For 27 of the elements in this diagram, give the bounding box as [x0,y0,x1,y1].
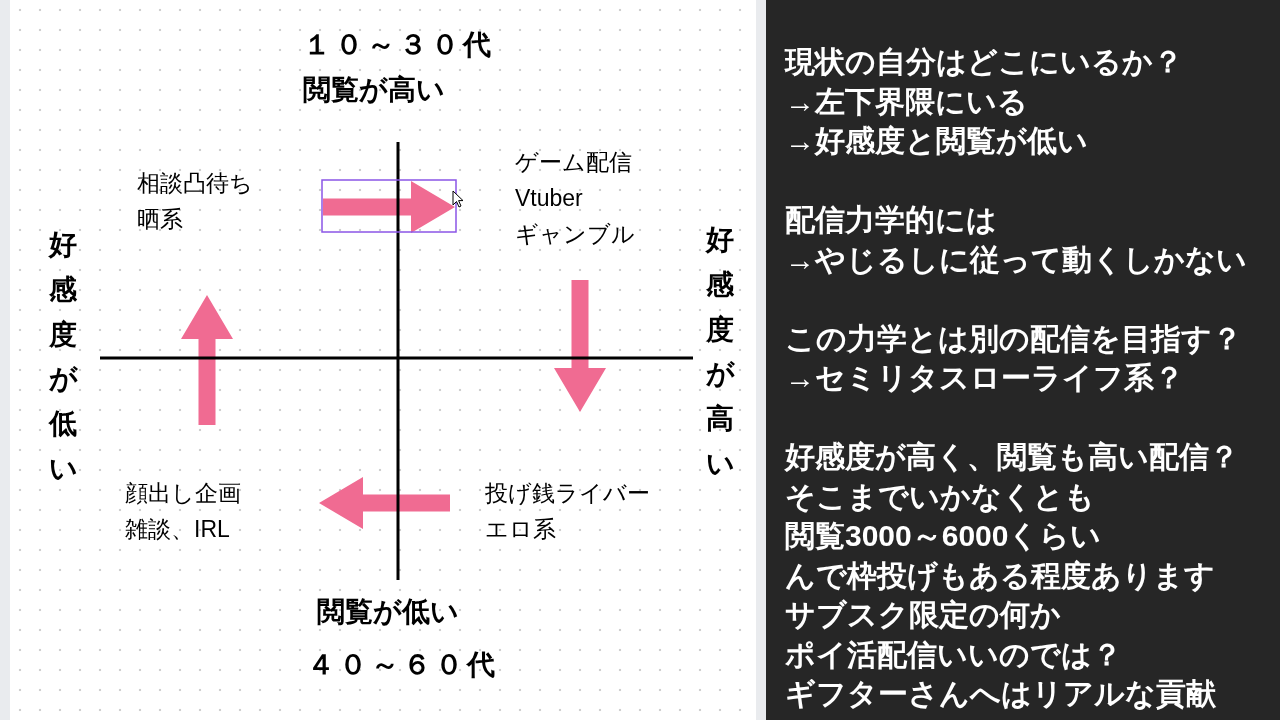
note-line: →左下界隈にいる [785,83,1028,120]
block-arrow [181,295,233,425]
block-arrow [554,280,606,412]
note-line: んで枠投げもある程度あります [785,557,1215,594]
note-line: 配信力学的には [785,202,997,238]
axis-label: ４０～６０代 [307,648,499,682]
note-line: そこまでいかなくとも [785,478,1095,515]
block-arrow [319,477,450,529]
note-line: →やじるしに従って動くしかない [785,241,1247,278]
note-line: 閲覧3000～6000くらい [785,518,1102,554]
note-line: サブスク限定の何か [785,597,1061,633]
axis-label: １０～３０代 [303,28,495,62]
axis-label: 好感度が低い [49,228,77,486]
note-line: 好感度が高く、閲覧も高い配信？ [785,439,1239,475]
quadrant-label: 相談凸待ち 晒系 [137,165,253,237]
axis-label: 閲覧が低い [317,595,459,629]
note-line: この力学とは別の配信を目指す？ [785,320,1242,357]
quadrant-label: ゲーム配信 Vtuber ギャンブル [515,144,635,252]
axis-label: 閲覧が高い [303,73,445,107]
quadrant-label: 顔出し企画 雑談、IRL [125,475,241,547]
note-line: →好感度と閲覧が低い [785,123,1088,159]
note-line: 現状の自分はどこにいるか？ [785,44,1183,80]
axis-label: 好感度が高い [706,223,734,481]
note-line: →セミリタスローライフ系？ [785,360,1184,396]
quadrant-label: 投げ銭ライバー エロ系 [485,475,650,547]
note-line: ギフターさんへはリアルな貢献 [785,676,1216,712]
note-line: ポイ活配信いいのでは？ [785,636,1122,673]
